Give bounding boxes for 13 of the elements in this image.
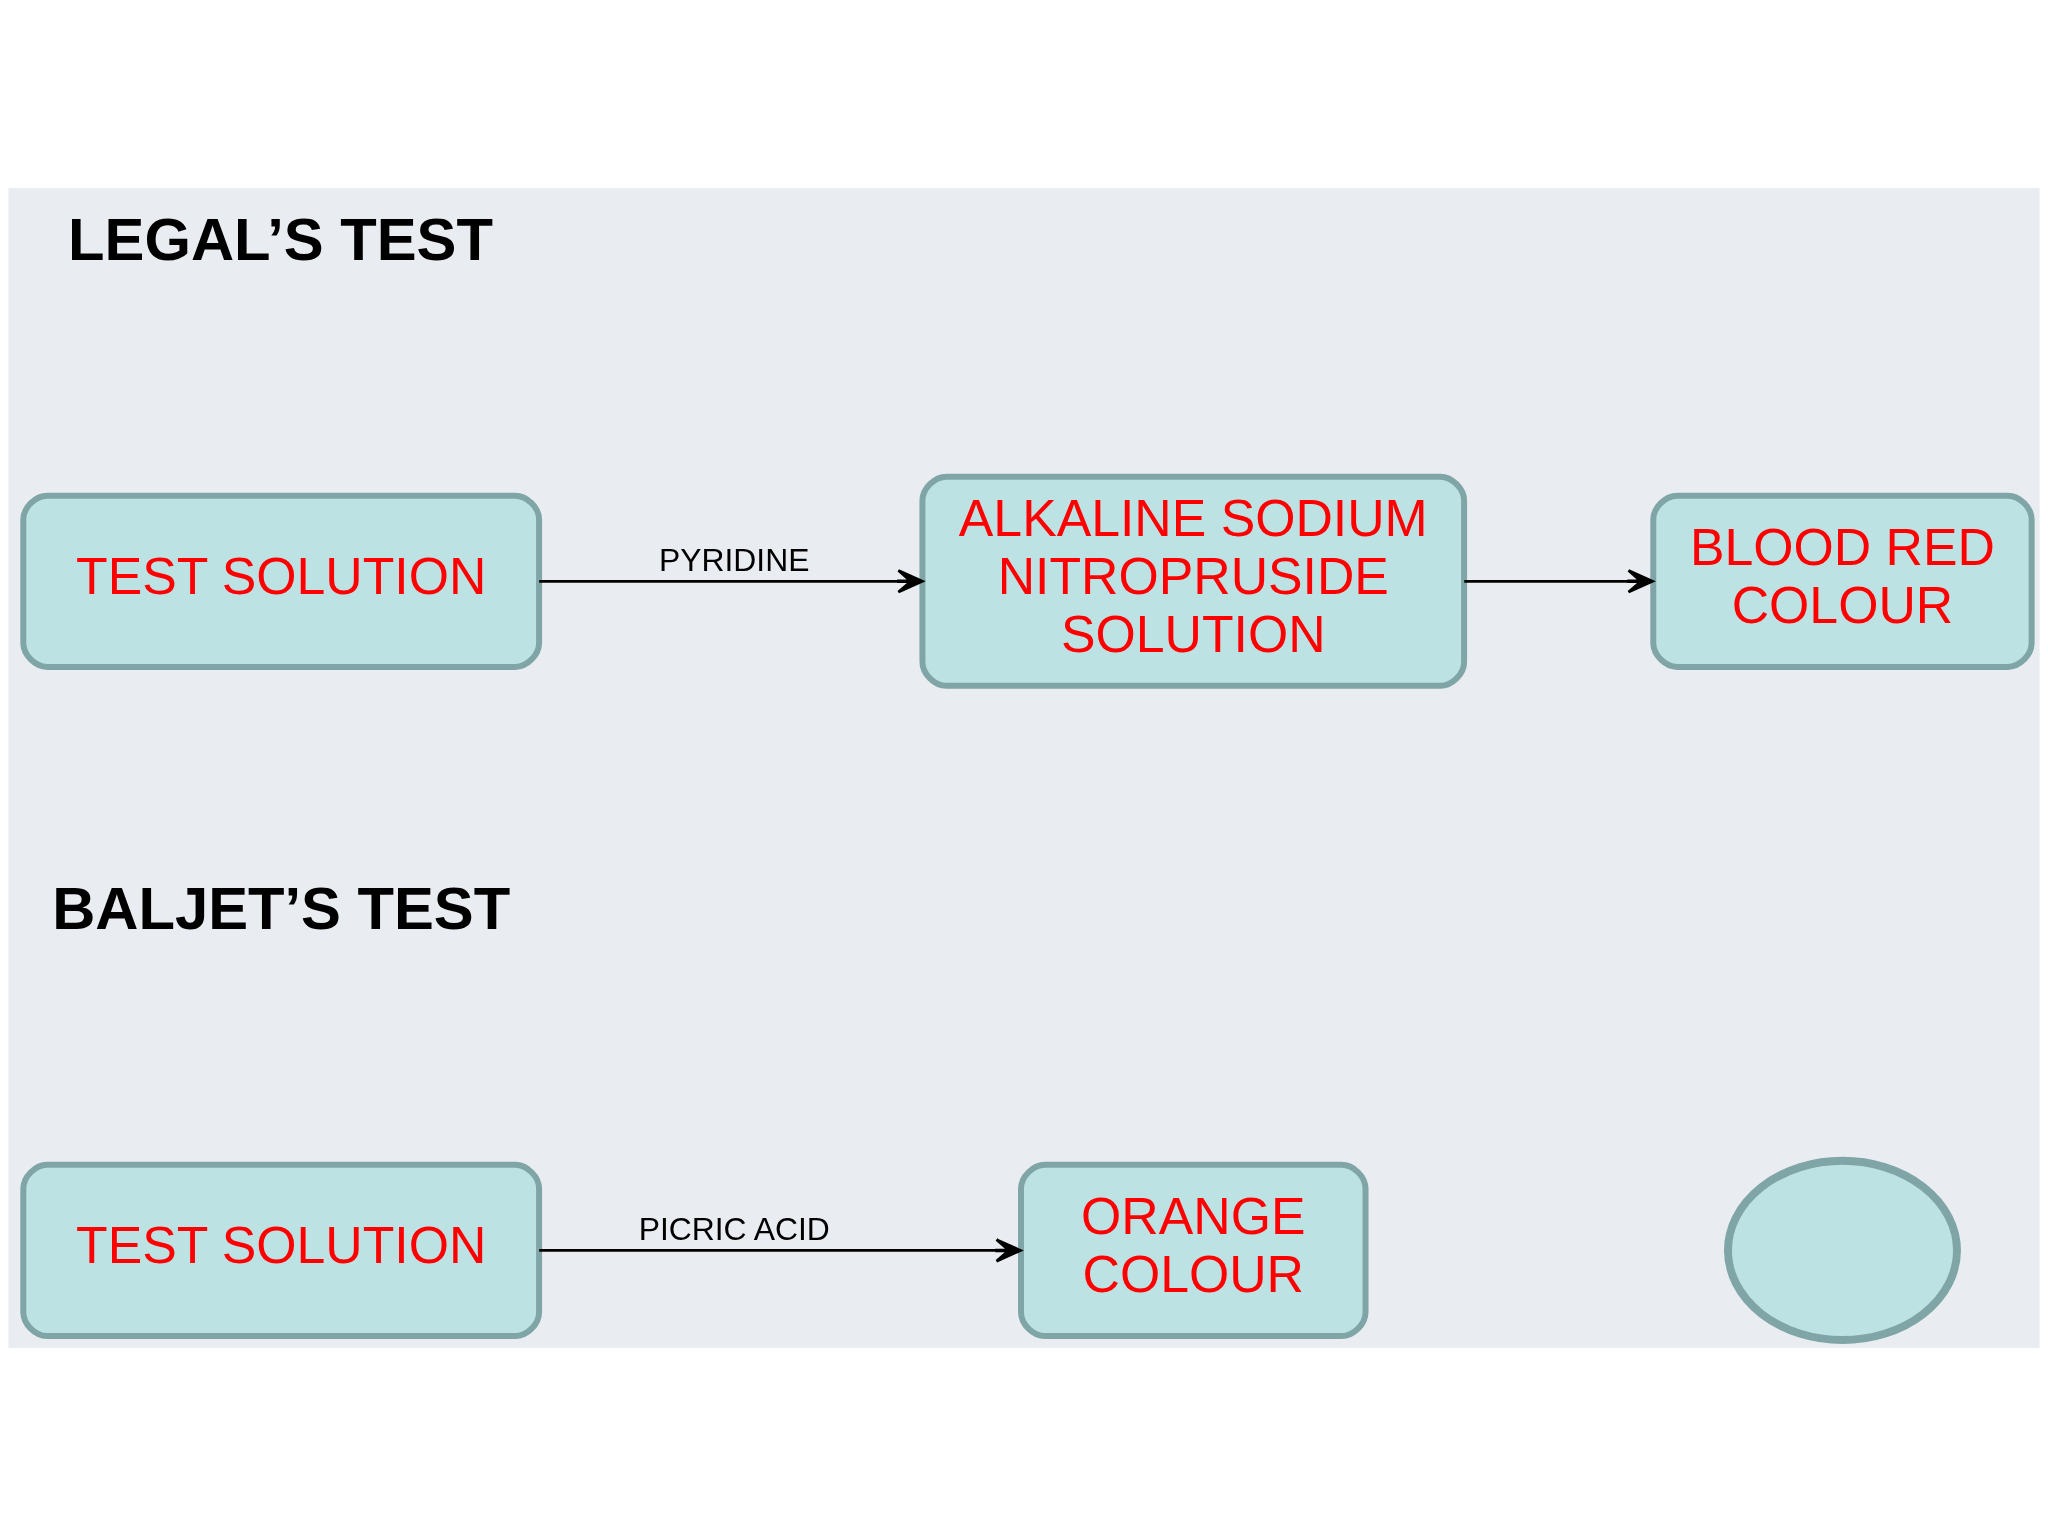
edge-label: PICRIC ACID [638, 1211, 830, 1248]
node-box: ALKALINE SODIUM NITROPRUSIDE SOLUTION [919, 473, 1468, 689]
label: BALJET’S TEST [52, 874, 511, 942]
node-circle [1724, 1156, 1961, 1344]
node-box: ORANGE COLOUR [1018, 1161, 1369, 1340]
arrow [1464, 569, 1654, 594]
node-box: TEST SOLUTION [20, 1161, 543, 1340]
arrow [539, 1238, 1022, 1263]
label: LEGAL’S TEST [68, 205, 493, 273]
node-box: BLOOD RED COLOUR [1650, 492, 2035, 670]
arrow [539, 569, 924, 594]
edge-label: PYRIDINE [659, 541, 810, 578]
node-box: TEST SOLUTION [20, 492, 543, 670]
